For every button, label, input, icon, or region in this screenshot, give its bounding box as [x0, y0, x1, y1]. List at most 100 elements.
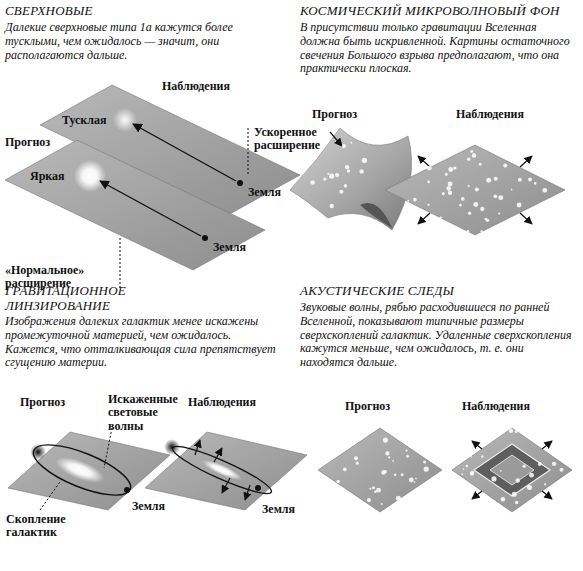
- speckle-dot: [485, 218, 487, 220]
- supercluster-ring: [474, 444, 550, 496]
- speckle-dot: [552, 462, 556, 466]
- speckle-dot: [517, 203, 522, 208]
- speckle-dot: [385, 451, 389, 455]
- speckle-dot: [405, 449, 407, 451]
- speckle-dot: [503, 163, 507, 167]
- speckle-dot: [461, 473, 463, 475]
- expansion-arrow: [520, 156, 532, 167]
- speckle-dot: [374, 491, 377, 494]
- expansion-label: Ускоренное расширение: [254, 126, 330, 153]
- speckle-dot: [475, 187, 479, 191]
- panel-text: Далекие сверхновые типа 1а кажутся более…: [5, 21, 285, 62]
- speckle-dot: [560, 468, 564, 472]
- speckle-dot: [522, 465, 525, 468]
- speckle-dot: [473, 202, 478, 207]
- plane-label: Наблюдения: [188, 396, 278, 409]
- speckle-dot: [470, 456, 472, 458]
- speckle-dot: [470, 150, 473, 153]
- speckle-dot: [439, 216, 441, 218]
- light-ray-arrow: [100, 181, 201, 236]
- expansion-arrow: [472, 491, 482, 499]
- speckle-dot: [424, 466, 429, 471]
- speckle-dot: [467, 230, 470, 233]
- plane-label: Прогноз: [312, 108, 382, 121]
- earth-dot: [237, 180, 243, 186]
- supernova-label: Яркая: [30, 170, 85, 183]
- leader-line: [40, 482, 60, 510]
- speckle-dot: [354, 456, 358, 460]
- speckle-dot: [472, 153, 477, 158]
- speckle-dot: [538, 462, 542, 466]
- speckle-dot: [501, 497, 506, 502]
- speckle-dot: [498, 212, 500, 214]
- curvature-arrow: [330, 132, 342, 146]
- plane-label: Наблюдения: [462, 400, 557, 413]
- speckle-dot: [310, 180, 314, 184]
- speckle-dot: [498, 195, 503, 200]
- speckle-dot: [534, 182, 537, 185]
- speckle-dot: [445, 173, 448, 176]
- speckle-dot: [394, 474, 397, 477]
- prediction-plane: [5, 140, 265, 270]
- speckle-dot: [401, 473, 404, 476]
- speckle-dot: [407, 200, 409, 202]
- observation-plane: [145, 432, 307, 510]
- speckle-dot: [413, 198, 417, 202]
- speckle-dot: [392, 460, 394, 462]
- speckle-dot: [468, 212, 472, 216]
- plane-label: Наблюдения: [162, 80, 252, 93]
- speckle-dot: [527, 485, 532, 490]
- speckle-dot: [491, 476, 496, 481]
- panel-heading: КОСМИЧЕСКИЙ МИКРОВОЛНОВЫЙ ФОН: [300, 4, 580, 19]
- plane-label: Наблюдения: [456, 108, 546, 121]
- observation-plane: [452, 428, 572, 512]
- speckle-dot: [381, 503, 383, 505]
- supernova-label: Тусклая: [62, 114, 122, 127]
- speckle-dot: [461, 197, 465, 201]
- prediction-plane: [318, 428, 442, 512]
- speckle-dot: [470, 472, 474, 476]
- speckle-dot: [342, 144, 346, 148]
- repulsion-arrow: [245, 485, 250, 500]
- speckle-dot: [428, 204, 430, 206]
- speckle-dot: [448, 167, 453, 172]
- earth-dot: [255, 485, 261, 491]
- speckle-dot: [409, 478, 414, 483]
- speckle-dot: [446, 186, 451, 191]
- leader-line: [104, 428, 112, 468]
- speckle-dot: [396, 496, 401, 501]
- saddle-shadow: [360, 203, 392, 228]
- panel-text: Звуковые волны, рябью расходившиеся по р…: [300, 301, 578, 370]
- earth-label: Земля: [213, 241, 263, 254]
- speckle-dot: [356, 462, 359, 465]
- speckle-dot: [350, 142, 352, 144]
- speckle-dot: [415, 478, 417, 480]
- speckle-dot: [442, 192, 445, 195]
- speckle-dot: [511, 189, 513, 191]
- plane-label: Прогноз: [345, 400, 415, 413]
- speckle-dot: [345, 165, 349, 169]
- supercluster-core: [490, 455, 534, 485]
- speckle-dot: [423, 460, 426, 463]
- speckle-dot: [494, 194, 498, 198]
- speckle-dot: [479, 163, 482, 166]
- speckle-dot: [516, 478, 520, 482]
- speckle-dot: [327, 173, 329, 175]
- speckle-dot: [406, 455, 409, 458]
- expansion-arrow: [418, 156, 430, 167]
- expansion-arrow: [542, 441, 552, 449]
- repulsion-arrow: [222, 478, 230, 493]
- less-distorted-light-path: [169, 440, 275, 500]
- light-ray-arrow: [133, 124, 236, 181]
- speckle-dot: [329, 174, 334, 179]
- speckle-dot: [372, 486, 375, 489]
- earth-label: Земля: [248, 186, 298, 199]
- expansion-arrow: [542, 491, 552, 499]
- speckle-dot: [480, 207, 484, 211]
- speckle-dot: [481, 455, 483, 457]
- speckle-dot: [448, 191, 452, 195]
- speckle-dot: [468, 185, 470, 187]
- speckle-dot: [528, 177, 532, 181]
- speckle-dot: [388, 456, 390, 458]
- speckle-dot: [448, 182, 453, 187]
